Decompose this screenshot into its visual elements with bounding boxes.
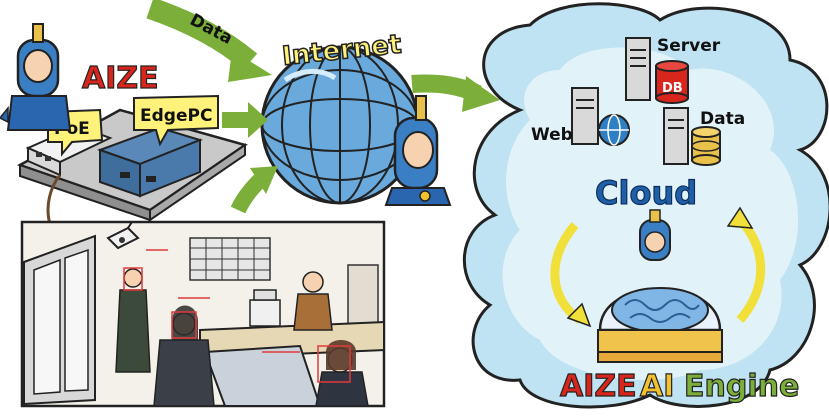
person-clerk bbox=[293, 271, 333, 331]
engine-logo: AIZE AI Engine bbox=[559, 368, 800, 404]
arrow-internet-to-cloud bbox=[411, 74, 500, 112]
arrow-edge-to-internet bbox=[222, 102, 268, 138]
edge-pc-label: EdgePC bbox=[140, 106, 212, 126]
data-arrow: Data bbox=[146, 0, 272, 82]
cycle-arrow-icon bbox=[550, 206, 766, 328]
engine-word-label: Engine bbox=[684, 369, 799, 404]
data-storage-icon bbox=[691, 126, 721, 166]
brain-icon bbox=[597, 287, 723, 363]
engine-ai-label: AI bbox=[640, 369, 674, 404]
server-icon bbox=[625, 37, 651, 101]
brand-label: AIZE bbox=[82, 61, 159, 96]
web-globe-icon bbox=[598, 114, 630, 146]
mascot-icon bbox=[384, 95, 452, 206]
database-icon bbox=[655, 60, 689, 104]
person-customer bbox=[315, 340, 369, 407]
arrow-camera-to-internet bbox=[230, 166, 278, 214]
camera-icon bbox=[106, 221, 140, 250]
edge-pc-icon bbox=[97, 126, 204, 198]
db-label: DB bbox=[662, 81, 683, 96]
person-woman bbox=[153, 305, 215, 407]
web-label: Web bbox=[531, 125, 573, 145]
detection-boxes bbox=[123, 249, 351, 383]
cloud-label: Cloud bbox=[595, 174, 697, 212]
mascot-small-icon bbox=[639, 209, 671, 261]
mascot-left-icon bbox=[0, 23, 72, 131]
data-server-icon bbox=[663, 107, 689, 165]
data-label: Data bbox=[700, 109, 745, 129]
server-label: Server bbox=[657, 36, 721, 56]
web-server-icon bbox=[571, 87, 599, 145]
engine-brand-label: AIZE bbox=[560, 369, 637, 404]
edge-pc-bubble: EdgePC bbox=[133, 94, 219, 147]
